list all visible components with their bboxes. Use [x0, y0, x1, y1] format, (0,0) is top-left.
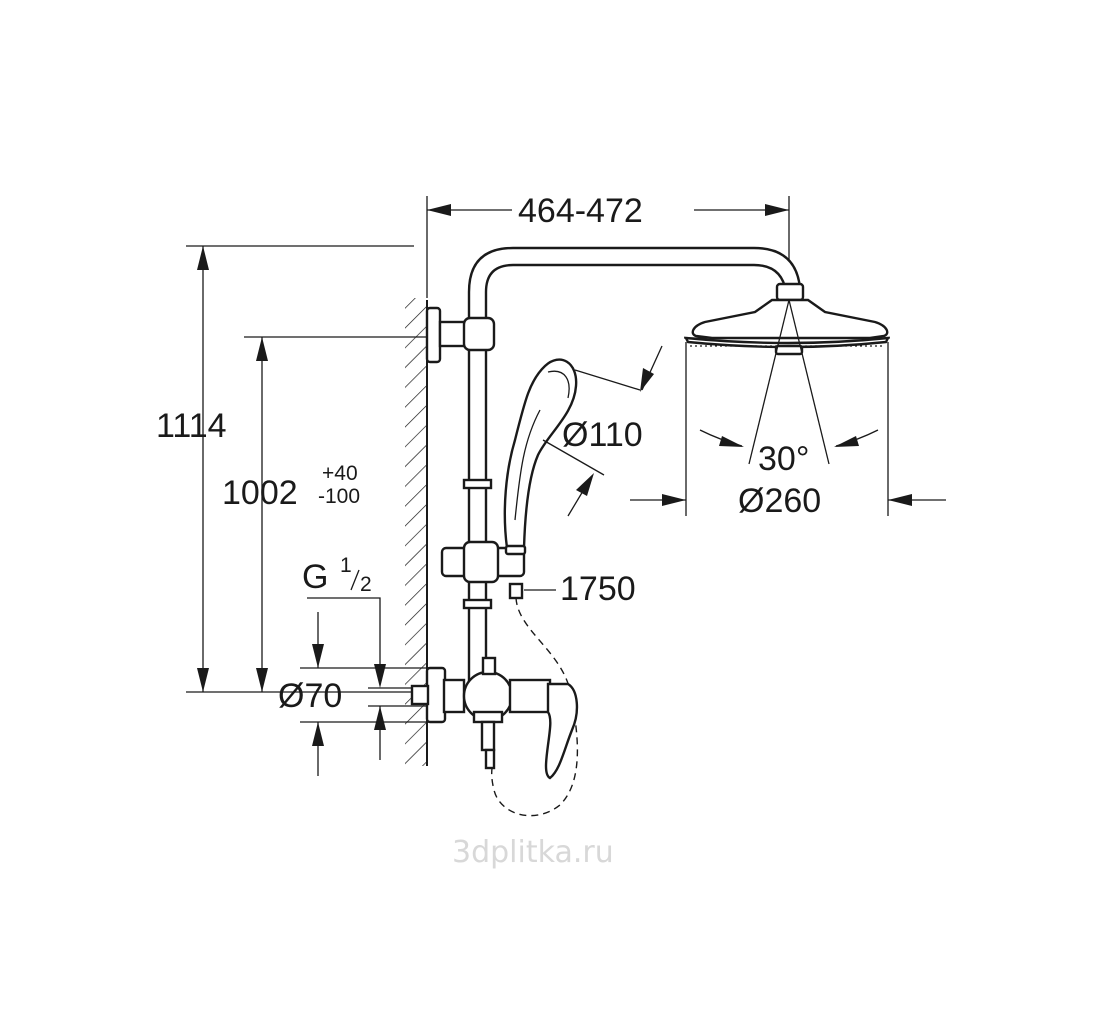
mixer-valve [410, 656, 579, 780]
label-thread-num: 1 [340, 554, 352, 577]
dimension-total-height [186, 245, 414, 693]
thread-fraction-slash [350, 569, 360, 591]
hose [491, 589, 579, 817]
dimension-bar-height [244, 336, 432, 692]
dimension-hand-shower [542, 345, 663, 517]
watermark: 3dplitka.ru [452, 835, 614, 870]
head-shower [683, 282, 891, 356]
dimension-flange [300, 612, 430, 776]
label-bar-tol-plus: +40 [322, 462, 358, 485]
label-thread: G [302, 558, 328, 596]
label-arm-length: 464-472 [518, 192, 643, 230]
hand-shower [503, 358, 578, 556]
label-bar-height: 1002 [222, 474, 298, 512]
label-flange-diameter: Ø70 [278, 677, 342, 715]
slider-holder [440, 540, 526, 600]
label-total-height: 1114 [156, 407, 227, 445]
label-hose-length: 1750 [560, 570, 636, 608]
dimension-head-shower [630, 342, 946, 516]
wall-bracket [425, 306, 496, 364]
dimension-thread [307, 597, 428, 760]
label-hand-shower-diameter: Ø110 [562, 416, 643, 454]
dimension-arm-length [426, 196, 790, 298]
label-thread-den: 2 [360, 573, 372, 596]
label-head-shower-diameter: Ø260 [738, 482, 821, 520]
label-spray-angle: 30° [758, 440, 809, 478]
label-bar-tol-minus: -100 [318, 485, 360, 508]
spray-angle [699, 299, 879, 465]
